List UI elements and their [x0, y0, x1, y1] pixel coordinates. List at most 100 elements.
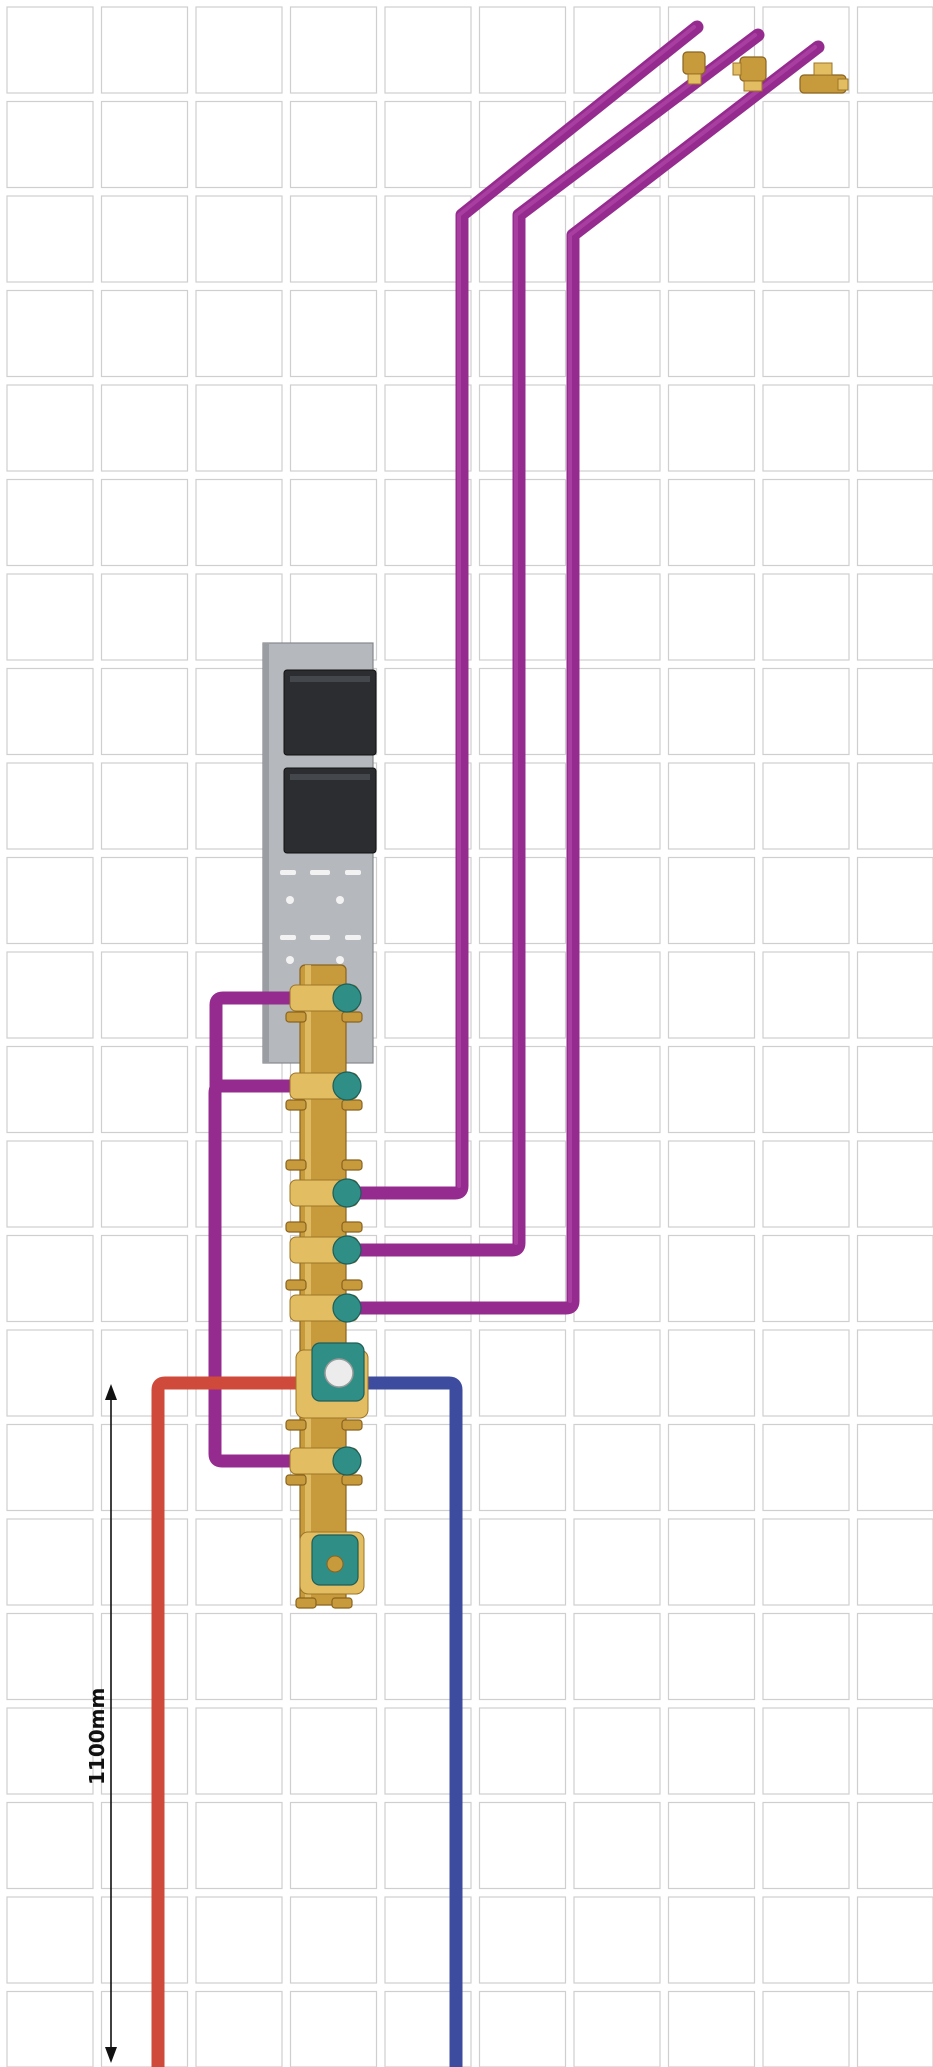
wall-tile [6, 1801, 94, 1890]
wall-tile [384, 100, 472, 189]
wall-tile [667, 1707, 756, 1795]
wall-tile [856, 1423, 933, 1512]
wall-tile [573, 1896, 661, 1984]
wall-tile [289, 289, 378, 378]
wall-tile [6, 951, 94, 1039]
wall-tile [289, 195, 378, 283]
wall-tile [856, 195, 933, 283]
wall-tile [856, 1329, 933, 1417]
wall-tile [289, 100, 378, 189]
dimension-label: 1100mm [85, 1688, 109, 1785]
wall-tile [100, 1801, 189, 1890]
wall-tile [100, 1423, 189, 1512]
wall-tile [762, 1612, 850, 1701]
wall-tile [856, 1896, 933, 1984]
wall-tile [762, 1234, 850, 1323]
wall-tile [478, 1612, 567, 1701]
wall-tile [856, 1045, 933, 1134]
wall-tile [762, 573, 850, 661]
wall-tile [856, 762, 933, 850]
wall-tile [100, 762, 189, 850]
wall-tile [478, 1896, 567, 1984]
wall-tile [667, 1234, 756, 1323]
wall-tile [762, 762, 850, 850]
wall-tile [573, 951, 661, 1039]
wall-tile [573, 1140, 661, 1228]
wall-tile [100, 1518, 189, 1606]
wall-tile [762, 951, 850, 1039]
wall-tile [195, 289, 283, 378]
wall-tile [195, 1801, 283, 1890]
wall-tile [667, 1612, 756, 1701]
wall-tile [573, 1423, 661, 1512]
wall-tile [6, 1896, 94, 1984]
wall-tile [6, 1045, 94, 1134]
thermostatic-valve-main [285, 1342, 369, 1431]
wall-tile [667, 1896, 756, 1984]
wall-tile [667, 1329, 756, 1417]
wall-tile [6, 762, 94, 850]
wall-tile [6, 384, 94, 472]
manifold-outlet-3 [285, 1159, 363, 1208]
wall-tile [6, 6, 94, 94]
wall-tile [856, 1234, 933, 1323]
ceiling-fitting-middle [732, 56, 767, 92]
wall-tile [6, 195, 94, 283]
wall-tile [573, 289, 661, 378]
wall-tile [667, 1518, 756, 1606]
wall-tile [289, 1801, 378, 1890]
wall-tile [289, 384, 378, 472]
wall-tile [856, 856, 933, 945]
brass-manifold [299, 964, 347, 1606]
wall-tile [478, 1707, 567, 1795]
wall-tile [573, 384, 661, 472]
wall-tile [478, 1801, 567, 1890]
wall-tile-grid [6, 6, 933, 2067]
wall-tile [762, 1140, 850, 1228]
wall-tile [856, 1140, 933, 1228]
wall-tile [100, 478, 189, 567]
wall-tile [856, 1707, 933, 1795]
wall-tile [100, 1234, 189, 1323]
wall-tile [100, 1707, 189, 1795]
wall-tile [573, 1045, 661, 1134]
wall-tile [289, 6, 378, 94]
wall-tile [6, 1518, 94, 1606]
wall-tile [195, 195, 283, 283]
wall-tile [856, 478, 933, 567]
wall-tile [289, 1707, 378, 1795]
wall-tile [573, 1612, 661, 1701]
wall-tile [762, 856, 850, 945]
wall-tile [100, 289, 189, 378]
wall-tile [762, 289, 850, 378]
wall-tile [100, 1140, 189, 1228]
wall-tile [667, 1140, 756, 1228]
wall-tile [762, 667, 850, 756]
wall-tile [384, 6, 472, 94]
wall-tile [573, 1518, 661, 1606]
wall-tile [856, 1518, 933, 1606]
manifold-outlets [285, 983, 363, 1486]
wall-tile [195, 1612, 283, 1701]
wall-tile [762, 1801, 850, 1890]
wall-tile [289, 1990, 378, 2067]
wall-tile [762, 384, 850, 472]
wall-tile [100, 573, 189, 661]
wall-tile [762, 1707, 850, 1795]
wall-tile [667, 856, 756, 945]
wall-tile [667, 1045, 756, 1134]
dimension-arrow-top [105, 1384, 117, 1400]
wall-tile [762, 1896, 850, 1984]
wall-tile [100, 6, 189, 94]
wall-tile [762, 1990, 850, 2067]
wall-tile [100, 195, 189, 283]
cold-water-pipe [341, 1376, 463, 2067]
wall-tile [573, 1801, 661, 1890]
wall-tile [667, 195, 756, 283]
wall-tile [6, 1234, 94, 1323]
wall-tile [856, 289, 933, 378]
wall-tile [6, 289, 94, 378]
wall-tile [6, 1707, 94, 1795]
wall-tile [195, 384, 283, 472]
wall-tile [478, 1329, 567, 1417]
